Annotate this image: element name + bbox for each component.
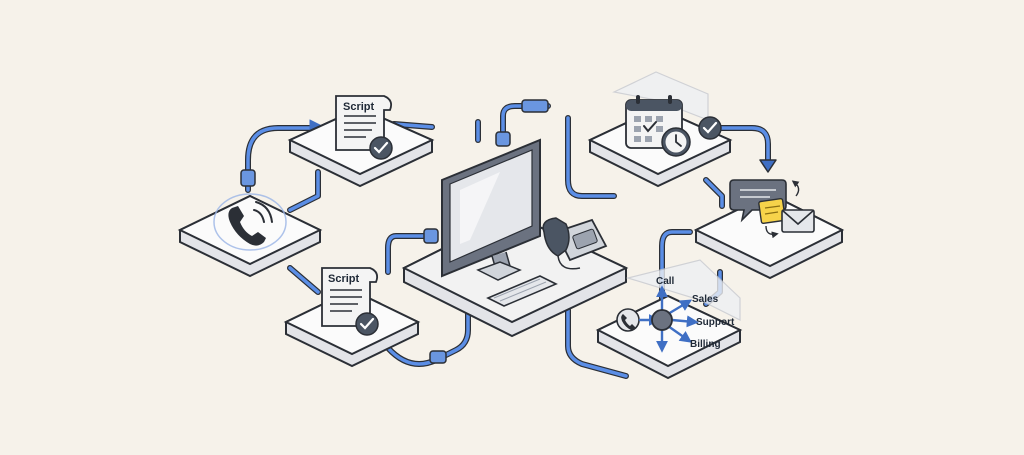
script-bottom-node: Script: [283, 267, 421, 368]
script-top-node: Script: [287, 95, 435, 188]
cable-connectors: [240, 99, 549, 364]
document-icon: [321, 267, 379, 327]
workstation-node: [401, 138, 629, 338]
script-top-label: Script: [343, 101, 375, 113]
keyboard-icon: [486, 275, 558, 307]
phone-badge-icon: [616, 308, 640, 332]
check-icon: [369, 136, 393, 160]
cable-plug: [423, 228, 439, 244]
phone-node: [177, 193, 323, 278]
cable-plug: [495, 131, 511, 147]
routing-destination-label: Billing: [690, 339, 721, 350]
check-icon: [355, 312, 379, 336]
calendar-node: [587, 71, 733, 188]
routing-destination-label: Support: [696, 317, 735, 328]
routing-destination-label: Sales: [692, 294, 719, 305]
script-bottom-label: Script: [328, 273, 360, 285]
cable-plug: [521, 99, 549, 113]
sticky-note-icon: [758, 197, 786, 225]
monitor-icon: [441, 138, 541, 281]
sync-arrow-icon: [765, 225, 779, 239]
routing-arrows: [638, 285, 699, 353]
routing-node: Call Sales Support Billing: [595, 259, 743, 380]
phone-ringing-icon: [228, 201, 273, 246]
cable-plug: [240, 169, 256, 187]
clock-icon: [661, 127, 691, 157]
cable-plug: [429, 350, 447, 364]
envelope-icon: [781, 209, 815, 233]
messaging-node: [693, 179, 845, 280]
routing-source-label: Call: [656, 276, 675, 287]
desk-phone-icon: [542, 217, 608, 270]
sync-arrow-icon: [791, 180, 800, 197]
check-icon: [698, 116, 722, 140]
hub-icon: [651, 309, 673, 331]
document-icon: [335, 95, 393, 151]
